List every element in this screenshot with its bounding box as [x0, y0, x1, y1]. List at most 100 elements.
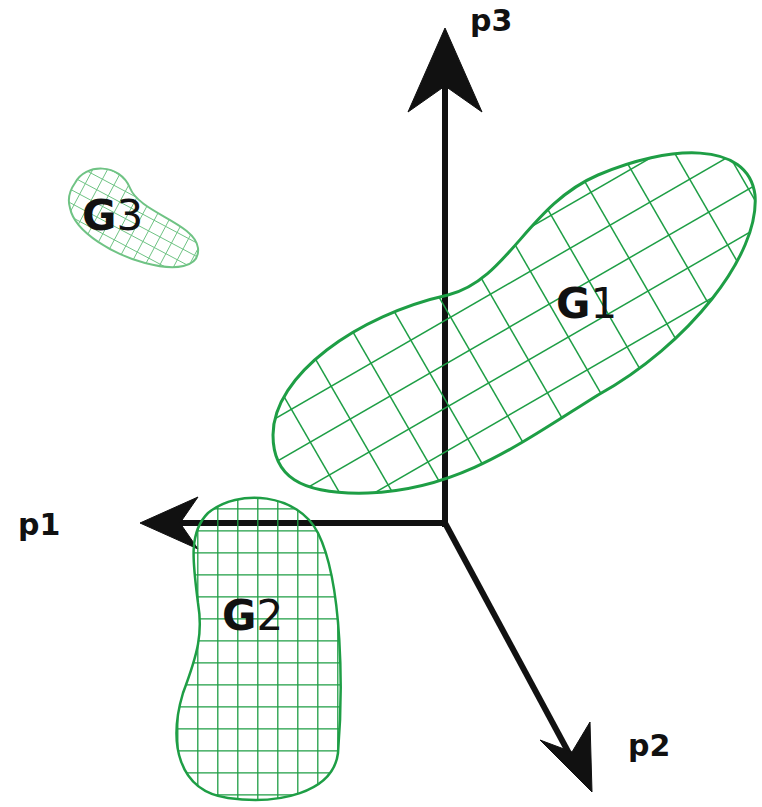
grid-line: [0, 310, 618, 311]
grid-line: [0, 266, 219, 431]
grid-line: [0, 0, 762, 231]
grid-line: [0, 192, 258, 357]
grid-line: [114, 96, 279, 406]
grid-line: [297, 289, 298, 807]
grid-line: [604, 0, 762, 618]
arrow-head: [540, 722, 592, 792]
grid-line: [0, 0, 532, 807]
grid-line: [117, 289, 118, 807]
grid-line: [57, 66, 222, 376]
grid-line: [405, 0, 762, 733]
grid-line: [220, 416, 762, 807]
grid-line: [0, 486, 618, 487]
grid-line: [597, 289, 598, 807]
grid-line: [86, 0, 691, 807]
grid-line: [57, 289, 58, 807]
grid-line: [537, 289, 538, 807]
blob-border: [69, 169, 198, 268]
grid-line: [257, 289, 258, 807]
grid-line: [277, 515, 762, 807]
blob-region: G1: [268, 145, 760, 497]
grid-line: [0, 354, 618, 355]
grid-line: [0, 0, 762, 297]
blob-region: G2: [168, 493, 348, 805]
grid-line: [166, 0, 762, 807]
grid-line: [171, 127, 336, 437]
grid-line: [46, 0, 651, 807]
grid-line: [201, 383, 762, 807]
blob-outline: [268, 145, 760, 497]
grid-line: [55, 0, 365, 156]
grid-line: [577, 289, 578, 807]
arrow-head: [140, 497, 198, 549]
grid-line: [0, 640, 618, 641]
grid-line: [125, 102, 290, 412]
grid-line: [277, 289, 278, 807]
grid-line: [38, 23, 348, 188]
grid-line: [377, 289, 378, 807]
grid-line: [0, 772, 618, 773]
grid-line: [0, 150, 281, 315]
grid-line: [0, 0, 571, 807]
grid-line: [0, 23, 141, 333]
grid-line: [0, 420, 618, 421]
grid-line: [44, 12, 354, 177]
blob-border: [177, 498, 341, 800]
group-label: G3: [82, 195, 143, 237]
grid-line: [45, 60, 210, 370]
axis-label: p1: [18, 510, 60, 540]
grid-line: [68, 153, 762, 758]
grid-line: [0, 508, 618, 509]
grid-line: [0, 0, 735, 100]
grid-line: [80, 78, 245, 388]
grid-line: [0, 54, 372, 807]
grid-line: [497, 289, 498, 807]
grid-line: [50, 2, 360, 167]
grid-line: [34, 54, 199, 364]
grid-line: [157, 289, 158, 807]
group-label: G2: [222, 595, 283, 637]
grid-line: [0, 0, 492, 807]
grid-line: [61, 0, 371, 145]
grid-line: [0, 17, 130, 327]
grid-line: [0, 77, 332, 807]
grid-line: [237, 289, 238, 807]
grid-line: [0, 171, 270, 336]
blob-border: [273, 153, 755, 493]
grid-line: [102, 90, 267, 400]
grid-line: [285, 0, 762, 802]
grid-line: [0, 442, 618, 443]
grid-line: [182, 350, 762, 807]
grid-line: [0, 0, 762, 330]
grid-line: [0, 100, 293, 807]
grid-line: [0, 684, 618, 685]
grid-line: [0, 794, 618, 795]
grid-line: [197, 289, 198, 807]
grid-line: [0, 0, 762, 165]
grid-line: [37, 289, 38, 807]
grid-line: [10, 76, 320, 241]
grid-line: [245, 0, 762, 807]
grid-line: [183, 133, 348, 443]
grid-line: [644, 0, 762, 595]
grid-line: [239, 449, 762, 807]
grid-line: [0, 0, 762, 429]
grid-line: [0, 29, 153, 339]
grid-line: [617, 289, 618, 807]
grid-line: [0, 574, 618, 575]
grid-line: [0, 21, 762, 626]
grid-line: [524, 0, 762, 664]
group-label: G1: [556, 283, 617, 325]
grid-line: [0, 245, 230, 410]
grid-line: [0, 8, 452, 807]
grid-line: [0, 728, 618, 729]
grid-line: [0, 750, 618, 751]
grid-line: [125, 252, 762, 807]
grid-line: [0, 11, 118, 321]
grid-line: [0, 35, 164, 345]
grid-line: [160, 121, 325, 431]
grid-line: [194, 139, 359, 449]
grid-line: [437, 289, 438, 807]
grid-line: [317, 289, 318, 807]
